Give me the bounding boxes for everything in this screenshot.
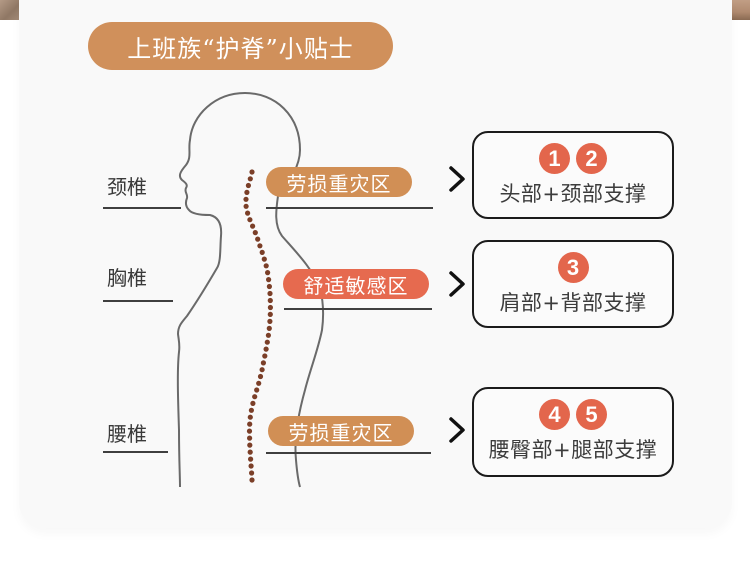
number-badge: 4 [539, 399, 570, 430]
chevron-right-icon [449, 166, 465, 192]
spine-dot [254, 387, 260, 393]
spine-dot [247, 442, 253, 448]
zone-tag-thoracic: 舒适敏感区 [283, 269, 429, 299]
spine-dot [266, 283, 272, 290]
spine-dot [249, 470, 255, 476]
support-text: 肩部+背部支撑 [499, 291, 647, 315]
spine-dot [259, 249, 265, 255]
spine-dot [247, 421, 253, 427]
divider-line [284, 308, 432, 310]
zone-label-lumbar: 腰椎 [107, 422, 147, 446]
spine-dot [248, 456, 254, 462]
background-photo-corner [0, 0, 19, 20]
spine-dot [256, 380, 262, 386]
chevron-right-icon [449, 271, 465, 297]
divider-line [266, 452, 431, 454]
zone-tag-cervical: 劳损重灾区 [266, 167, 412, 197]
spine-dot [248, 407, 254, 413]
spine-dot [243, 203, 249, 209]
spine-dot [243, 196, 249, 202]
divider-line [266, 207, 433, 209]
spine-dot [267, 304, 273, 311]
divider-line [103, 451, 168, 453]
spine-dot [247, 435, 253, 441]
support-box-waist-leg: 4 5 腰臀部+腿部支撑 [472, 387, 674, 477]
spine-dot [259, 367, 265, 373]
spine-dot [250, 400, 256, 406]
title-text: 上班族“护脊”小贴士 [127, 34, 354, 63]
number-badge: 3 [557, 252, 589, 283]
support-text: 头部+颈部支撑 [499, 182, 647, 206]
spine-dot [267, 311, 273, 317]
number-badges: 3 [557, 252, 589, 283]
spine-dot [247, 414, 253, 420]
spine-dot [267, 318, 273, 324]
spine-dot [265, 270, 271, 276]
spine-dot [257, 243, 263, 249]
zone-tag-lumbar: 劳损重灾区 [268, 416, 414, 446]
spine-dot [245, 182, 251, 189]
spine-dot [257, 373, 264, 380]
chevron-right-icon [449, 417, 465, 443]
number-badge: 2 [576, 143, 607, 174]
divider-line [103, 207, 181, 209]
support-text: 腰臀部+腿部支撑 [488, 438, 658, 462]
zone-label-thoracic: 胸椎 [107, 266, 147, 290]
spine-dot [261, 256, 267, 262]
zone-label-cervical: 颈椎 [107, 175, 147, 199]
spine-dot [247, 217, 253, 223]
number-badges: 4 5 [539, 399, 607, 430]
page-title: 上班族“护脊”小贴士 [88, 22, 393, 70]
number-badge: 1 [539, 143, 570, 174]
spine-dot [267, 290, 273, 297]
background-photo-corner [732, 0, 750, 20]
spine-dot [264, 339, 270, 345]
spine-dot [245, 210, 251, 216]
spine-dot [252, 394, 258, 400]
spine-dot [252, 230, 258, 236]
spine-dot [263, 263, 269, 269]
spine-dot [244, 189, 250, 195]
number-badges: 1 2 [539, 143, 607, 174]
spine-dot [266, 277, 272, 283]
body-front-outline [176, 91, 301, 488]
spine-dot [247, 449, 253, 455]
spine-dot [265, 332, 271, 338]
spine-dot [263, 346, 269, 352]
spine-dots-icon [243, 169, 273, 483]
spine-dot [249, 477, 255, 483]
spine-dot [260, 360, 266, 366]
spine-dot [249, 169, 255, 175]
spine-dot [255, 236, 261, 242]
spine-dot [246, 428, 253, 434]
spine-dot [247, 176, 253, 182]
spine-dot [262, 353, 268, 359]
spine-dot [267, 297, 273, 304]
spine-dot [250, 223, 256, 229]
spine-dot [248, 463, 254, 469]
spine-dot [266, 325, 272, 331]
number-badge: 5 [576, 399, 607, 430]
support-box-shoulder-back: 3 肩部+背部支撑 [472, 240, 674, 328]
support-box-head-neck: 1 2 头部+颈部支撑 [472, 131, 674, 219]
divider-line [103, 300, 173, 302]
